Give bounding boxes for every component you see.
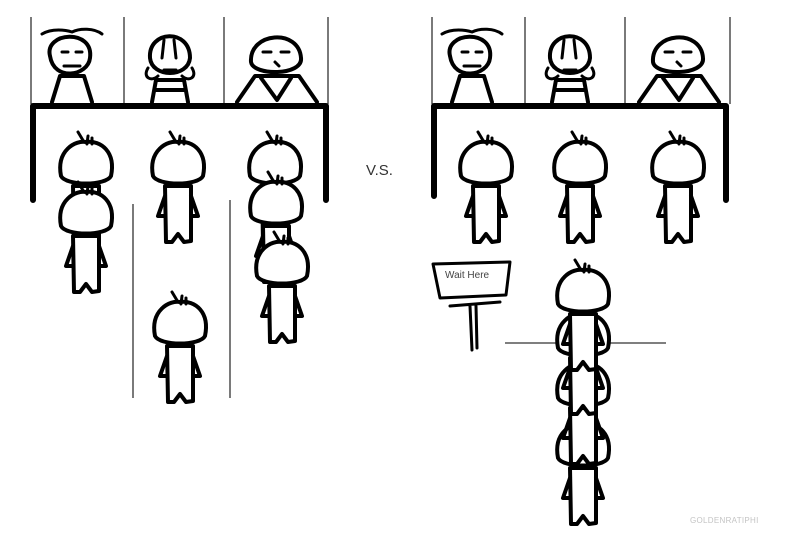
- left-panel-multi-queue: [30, 17, 329, 404]
- wait-here-sign: Wait Here: [445, 270, 490, 281]
- right-panel-single-queue: [431, 17, 731, 526]
- artist-credit: GOLDENRATIPHI: [690, 516, 759, 525]
- versus-label: V.S.: [366, 162, 393, 179]
